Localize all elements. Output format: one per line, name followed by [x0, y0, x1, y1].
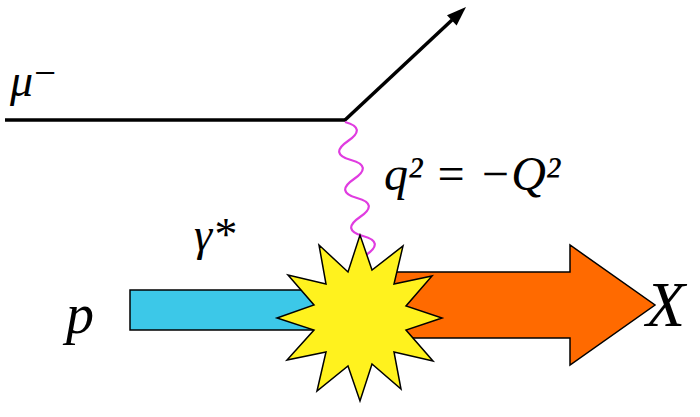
- photon-label: γ*: [192, 212, 237, 258]
- interaction-burst: [277, 235, 442, 401]
- particle-label: X: [646, 273, 685, 337]
- particle-label: p: [66, 286, 94, 342]
- muon-label: μ⁻: [8, 58, 59, 104]
- proton-node: p: [60, 282, 355, 346]
- final-state-node: X: [365, 262, 695, 348]
- momentum-transfer-label: q² = −Q²: [382, 150, 562, 198]
- arrow-head: [447, 7, 466, 25]
- muon-line: [345, 20, 452, 120]
- muon-line: [5, 118, 346, 122]
